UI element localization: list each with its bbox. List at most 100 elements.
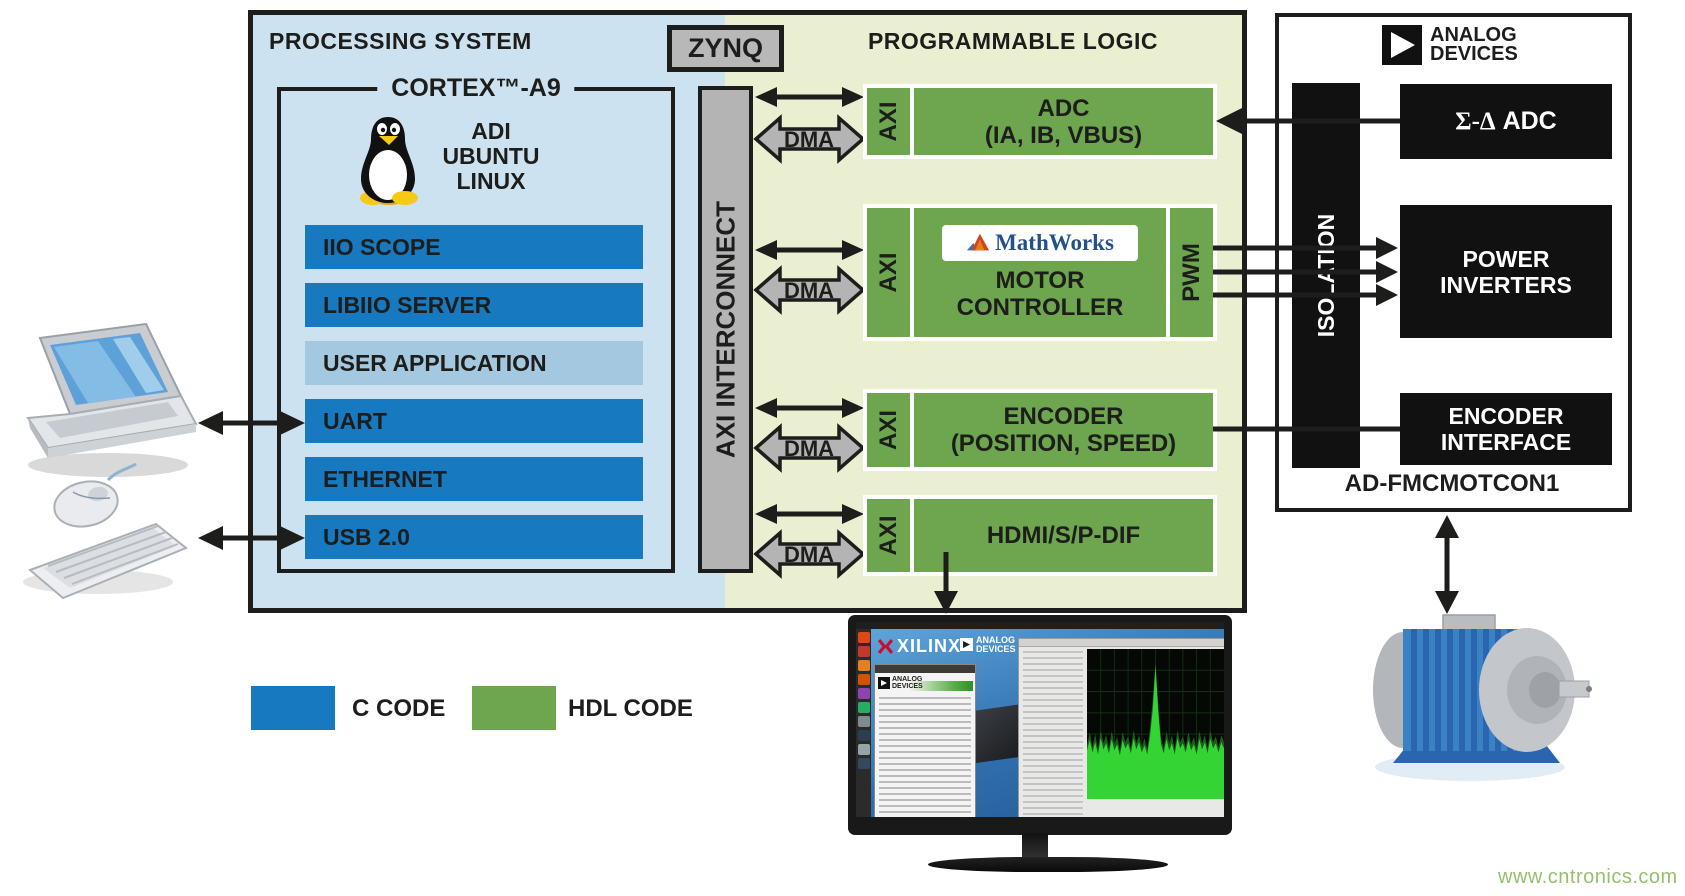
pwm-label-svg: PWM bbox=[1178, 243, 1205, 302]
motor-icon bbox=[1373, 614, 1592, 781]
screen-adi-logo-icon bbox=[960, 638, 973, 651]
mathworks-logo: MathWorks bbox=[942, 224, 1138, 261]
screen-adi-logo: ANALOG DEVICES bbox=[960, 636, 1016, 653]
hdmi-axi-strip: AXI bbox=[867, 499, 910, 572]
sigma-delta-adc-box: Σ-Δ ADC bbox=[1400, 84, 1612, 159]
analog-devices-logo-text: ANALOG DEVICES bbox=[1430, 25, 1518, 65]
browser-adi-logo: ANALOG DEVICES bbox=[878, 676, 972, 690]
monitor-stand-neck bbox=[1022, 833, 1048, 859]
browser-adi-logo-text: ANALOG DEVICES bbox=[892, 676, 923, 690]
encoder-block: AXI ENCODER (POSITION, SPEED) bbox=[863, 389, 1217, 471]
scope-plot bbox=[1087, 649, 1224, 799]
browser-adi-logo-icon bbox=[878, 677, 890, 689]
bar-libiio-server: LIBIIO SERVER bbox=[305, 283, 643, 327]
screen-scope-window bbox=[1018, 638, 1224, 817]
bar-ethernet: ETHERNET bbox=[305, 457, 643, 501]
axi-interconnect-label: AXI INTERCONNECT bbox=[711, 201, 741, 458]
screen-browser-window: ANALOG DEVICES bbox=[874, 664, 976, 817]
power-inverters-line1: POWER bbox=[1462, 245, 1550, 272]
motor-axi-strip: AXI bbox=[867, 208, 910, 337]
encoder-axi-label: AXI bbox=[875, 410, 902, 450]
adi-ubuntu-linux-label: ADI UBUNTU LINUX bbox=[426, 119, 556, 194]
svg-text:DMA: DMA bbox=[784, 542, 834, 567]
motor-axi-label-svg: AXI bbox=[875, 252, 902, 292]
zynq-label-box: ZYNQ bbox=[667, 25, 784, 72]
bar-iio-scope: IIO SCOPE bbox=[305, 225, 643, 269]
linux-line1: ADI bbox=[471, 118, 511, 144]
monitor: XILINX ANALOG DEVICES ANALOG DEVICES bbox=[848, 615, 1232, 835]
keyboard-mouse-icon bbox=[23, 462, 188, 600]
legend-hdl-code-label: HDL CODE bbox=[568, 695, 693, 722]
bar-usb: USB 2.0 bbox=[305, 515, 643, 559]
motor-pwm-strip: PWM bbox=[1170, 208, 1213, 337]
encoder-axi-label-svg: AXI bbox=[875, 410, 902, 450]
hdmi-axi-label-svg: AXI bbox=[875, 515, 902, 555]
bar-uart: UART bbox=[305, 399, 643, 443]
encoder-interface-line1: ENCODER bbox=[1448, 403, 1564, 429]
programmable-logic-title: PROGRAMMABLE LOGIC bbox=[867, 28, 1159, 54]
hdmi-block: AXI HDMI/S/P-DIF bbox=[863, 495, 1217, 576]
legend-hdl-code-swatch bbox=[472, 686, 556, 730]
monitor-screen: XILINX ANALOG DEVICES ANALOG DEVICES bbox=[856, 622, 1224, 817]
xilinx-logo-icon bbox=[878, 639, 893, 654]
motor-title: MOTOR bbox=[995, 266, 1085, 294]
adc-axi-label-svg: AXI bbox=[875, 101, 902, 141]
adc-block: AXI ADC (IA, IB, VBUS) bbox=[863, 84, 1217, 159]
scope-titlebar bbox=[1019, 639, 1224, 647]
cortex-a9-label: CORTEX™-A9 bbox=[377, 74, 575, 103]
linux-line2: UBUNTU bbox=[442, 143, 540, 169]
legend-c-code-swatch bbox=[251, 686, 335, 730]
brand-line2: DEVICES bbox=[1430, 43, 1518, 65]
power-inverters-line2: INVERTERS bbox=[1440, 271, 1572, 298]
motor-controller-block: AXI MathWorks MOTOR CONTROLLER PWM bbox=[863, 204, 1217, 341]
processing-system-title: PROCESSING SYSTEM bbox=[269, 28, 532, 54]
isolation-label: ISOLATION bbox=[1313, 214, 1339, 338]
encoder-axi-strip: AXI bbox=[867, 393, 910, 467]
linux-line3: LINUX bbox=[456, 168, 526, 194]
encoder-subtitle: (POSITION, SPEED) bbox=[950, 430, 1177, 457]
screen-menubar bbox=[856, 622, 1224, 629]
board-name-label: AD-FMCMOTCON1 bbox=[1344, 470, 1560, 497]
encoder-title: ENCODER bbox=[1003, 403, 1124, 430]
watermark: www.cntronics.com bbox=[1498, 866, 1678, 888]
svg-text:DMA: DMA bbox=[784, 436, 834, 461]
encoder-block-body: ENCODER (POSITION, SPEED) bbox=[914, 393, 1213, 467]
encoder-interface-box: ENCODER INTERFACE bbox=[1400, 393, 1612, 465]
mathworks-logo-icon bbox=[967, 233, 990, 250]
zynq-system-box: PROCESSING SYSTEM PROGRAMMABLE LOGIC ZYN… bbox=[248, 10, 1247, 613]
adc-axi-label: AXI bbox=[875, 101, 902, 141]
adc-block-body: ADC (IA, IB, VBUS) bbox=[914, 88, 1213, 155]
svg-text:DMA: DMA bbox=[784, 127, 834, 152]
svg-text:DMA: DMA bbox=[784, 278, 834, 303]
screen-launcher bbox=[856, 629, 871, 817]
xilinx-logo: XILINX bbox=[878, 636, 961, 657]
sigma-delta-adc-label: Σ-Δ ADC bbox=[1455, 107, 1557, 135]
analog-devices-logo-icon bbox=[1382, 25, 1422, 65]
pwm-label: PWM bbox=[1178, 243, 1205, 302]
axi-interconnect-bar: AXI INTERCONNECT bbox=[698, 86, 753, 573]
axi-interconnect-label-svg: AXI INTERCONNECT bbox=[711, 201, 741, 458]
adc-axi-strip: AXI bbox=[867, 88, 910, 155]
hdmi-axi-label: AXI bbox=[875, 515, 902, 555]
motor-block-body: MathWorks MOTOR CONTROLLER bbox=[914, 208, 1166, 337]
power-inverters-box: POWER INVERTERS bbox=[1400, 205, 1612, 338]
adc-subtitle: (IA, IB, VBUS) bbox=[984, 121, 1143, 149]
mathworks-logo-text: MathWorks bbox=[995, 230, 1114, 255]
motor-axi-arrow-icon bbox=[755, 240, 864, 260]
hdmi-title: HDMI/S/P-DIF bbox=[986, 522, 1141, 549]
scope-settings-panel bbox=[1023, 651, 1083, 817]
browser-titlebar bbox=[875, 665, 975, 673]
isolation-bar: ISOLATION bbox=[1292, 83, 1360, 468]
isolation-label-svg: ISOLATION bbox=[1313, 214, 1339, 338]
screen-adi-logo-text: ANALOG DEVICES bbox=[976, 635, 1016, 654]
tux-linux-icon bbox=[360, 117, 418, 205]
legend-c-code-label: C CODE bbox=[352, 695, 446, 722]
hdmi-axi-arrow-icon bbox=[755, 504, 864, 524]
adc-dma-arrow-icon: DMA bbox=[753, 114, 866, 164]
laptop-icon bbox=[26, 322, 198, 477]
adc-title: ADC bbox=[1037, 94, 1090, 122]
monitor-stand-base bbox=[928, 857, 1168, 872]
browser-text-lines bbox=[879, 697, 971, 817]
cortex-a9-box: CORTEX™-A9 ADI UBUNTU LINUX IIO SCOPE LI… bbox=[277, 74, 675, 573]
